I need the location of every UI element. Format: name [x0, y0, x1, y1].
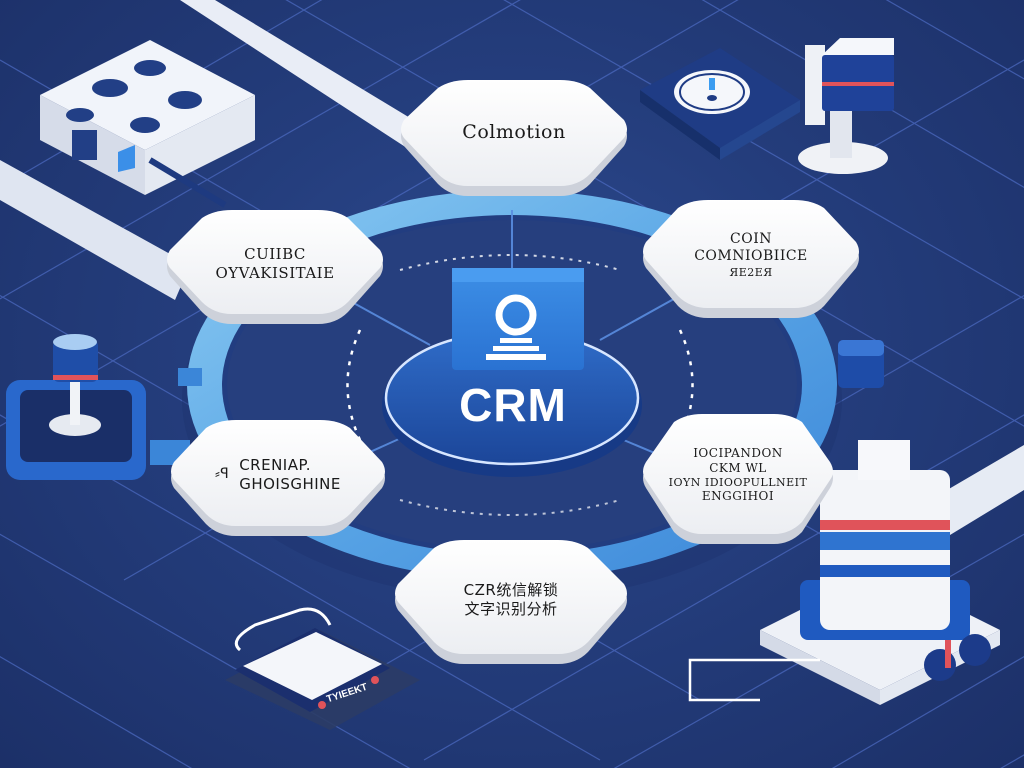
tablet-icon — [225, 607, 420, 730]
node-label-line: OYVAKISITAIE — [215, 264, 335, 282]
node-label-line: 文字识别分析 — [464, 600, 558, 618]
node-label-line: CRENIAP. — [239, 456, 311, 475]
server-modules-icon — [40, 40, 255, 208]
conduit-left — [0, 160, 190, 300]
node-card-top: Colmotion — [398, 80, 630, 200]
node-label-line: CUIIBC — [244, 245, 306, 264]
node-card-upper-left: CUIIBC OYVAKISITAIE — [164, 210, 386, 328]
node-label-line: CKM WL — [709, 460, 767, 475]
conduit-top — [180, 0, 430, 150]
alert-exclamation-icon — [640, 48, 800, 160]
conduit-right — [930, 445, 1024, 535]
database-stack-icon — [688, 440, 1000, 705]
node-label-line: ЯЕ2ЕЯ — [729, 265, 773, 279]
node-label-line: CZR统信解锁 — [463, 581, 559, 600]
node-card-lower-right: IOCIPANDON CKM WL IOYN IDIOOPULLNEIT ENG… — [640, 414, 836, 548]
hub-crm-label: CRM — [459, 379, 567, 431]
node-card-lower-left: ⸗ꟼ CRENIAP. GHOISGHINE — [168, 420, 388, 540]
node-label-line: COMNIOBIICE — [694, 248, 808, 265]
joystick-icon — [6, 334, 190, 480]
node-label-line: GHOISGHINE — [239, 475, 341, 493]
node-label-line: Colmotion — [462, 121, 566, 144]
node-card-bottom: CZR统信解锁 文字识别分析 — [392, 540, 630, 668]
node-label-line: COIN — [730, 230, 772, 247]
node-prefix-glyph: ⸗ꟼ — [215, 466, 230, 483]
node-card-upper-right: COIN COMNIOBIICE ЯЕ2ЕЯ — [640, 200, 862, 322]
user-profile-icon — [452, 268, 584, 370]
node-label-line: ENGGIHOI — [701, 489, 775, 504]
node-label-line: IOYN IDIOOPULLNEIT — [668, 475, 808, 489]
node-label-line: IOCIPANDON — [693, 445, 783, 460]
camera-tower-icon — [798, 38, 894, 174]
